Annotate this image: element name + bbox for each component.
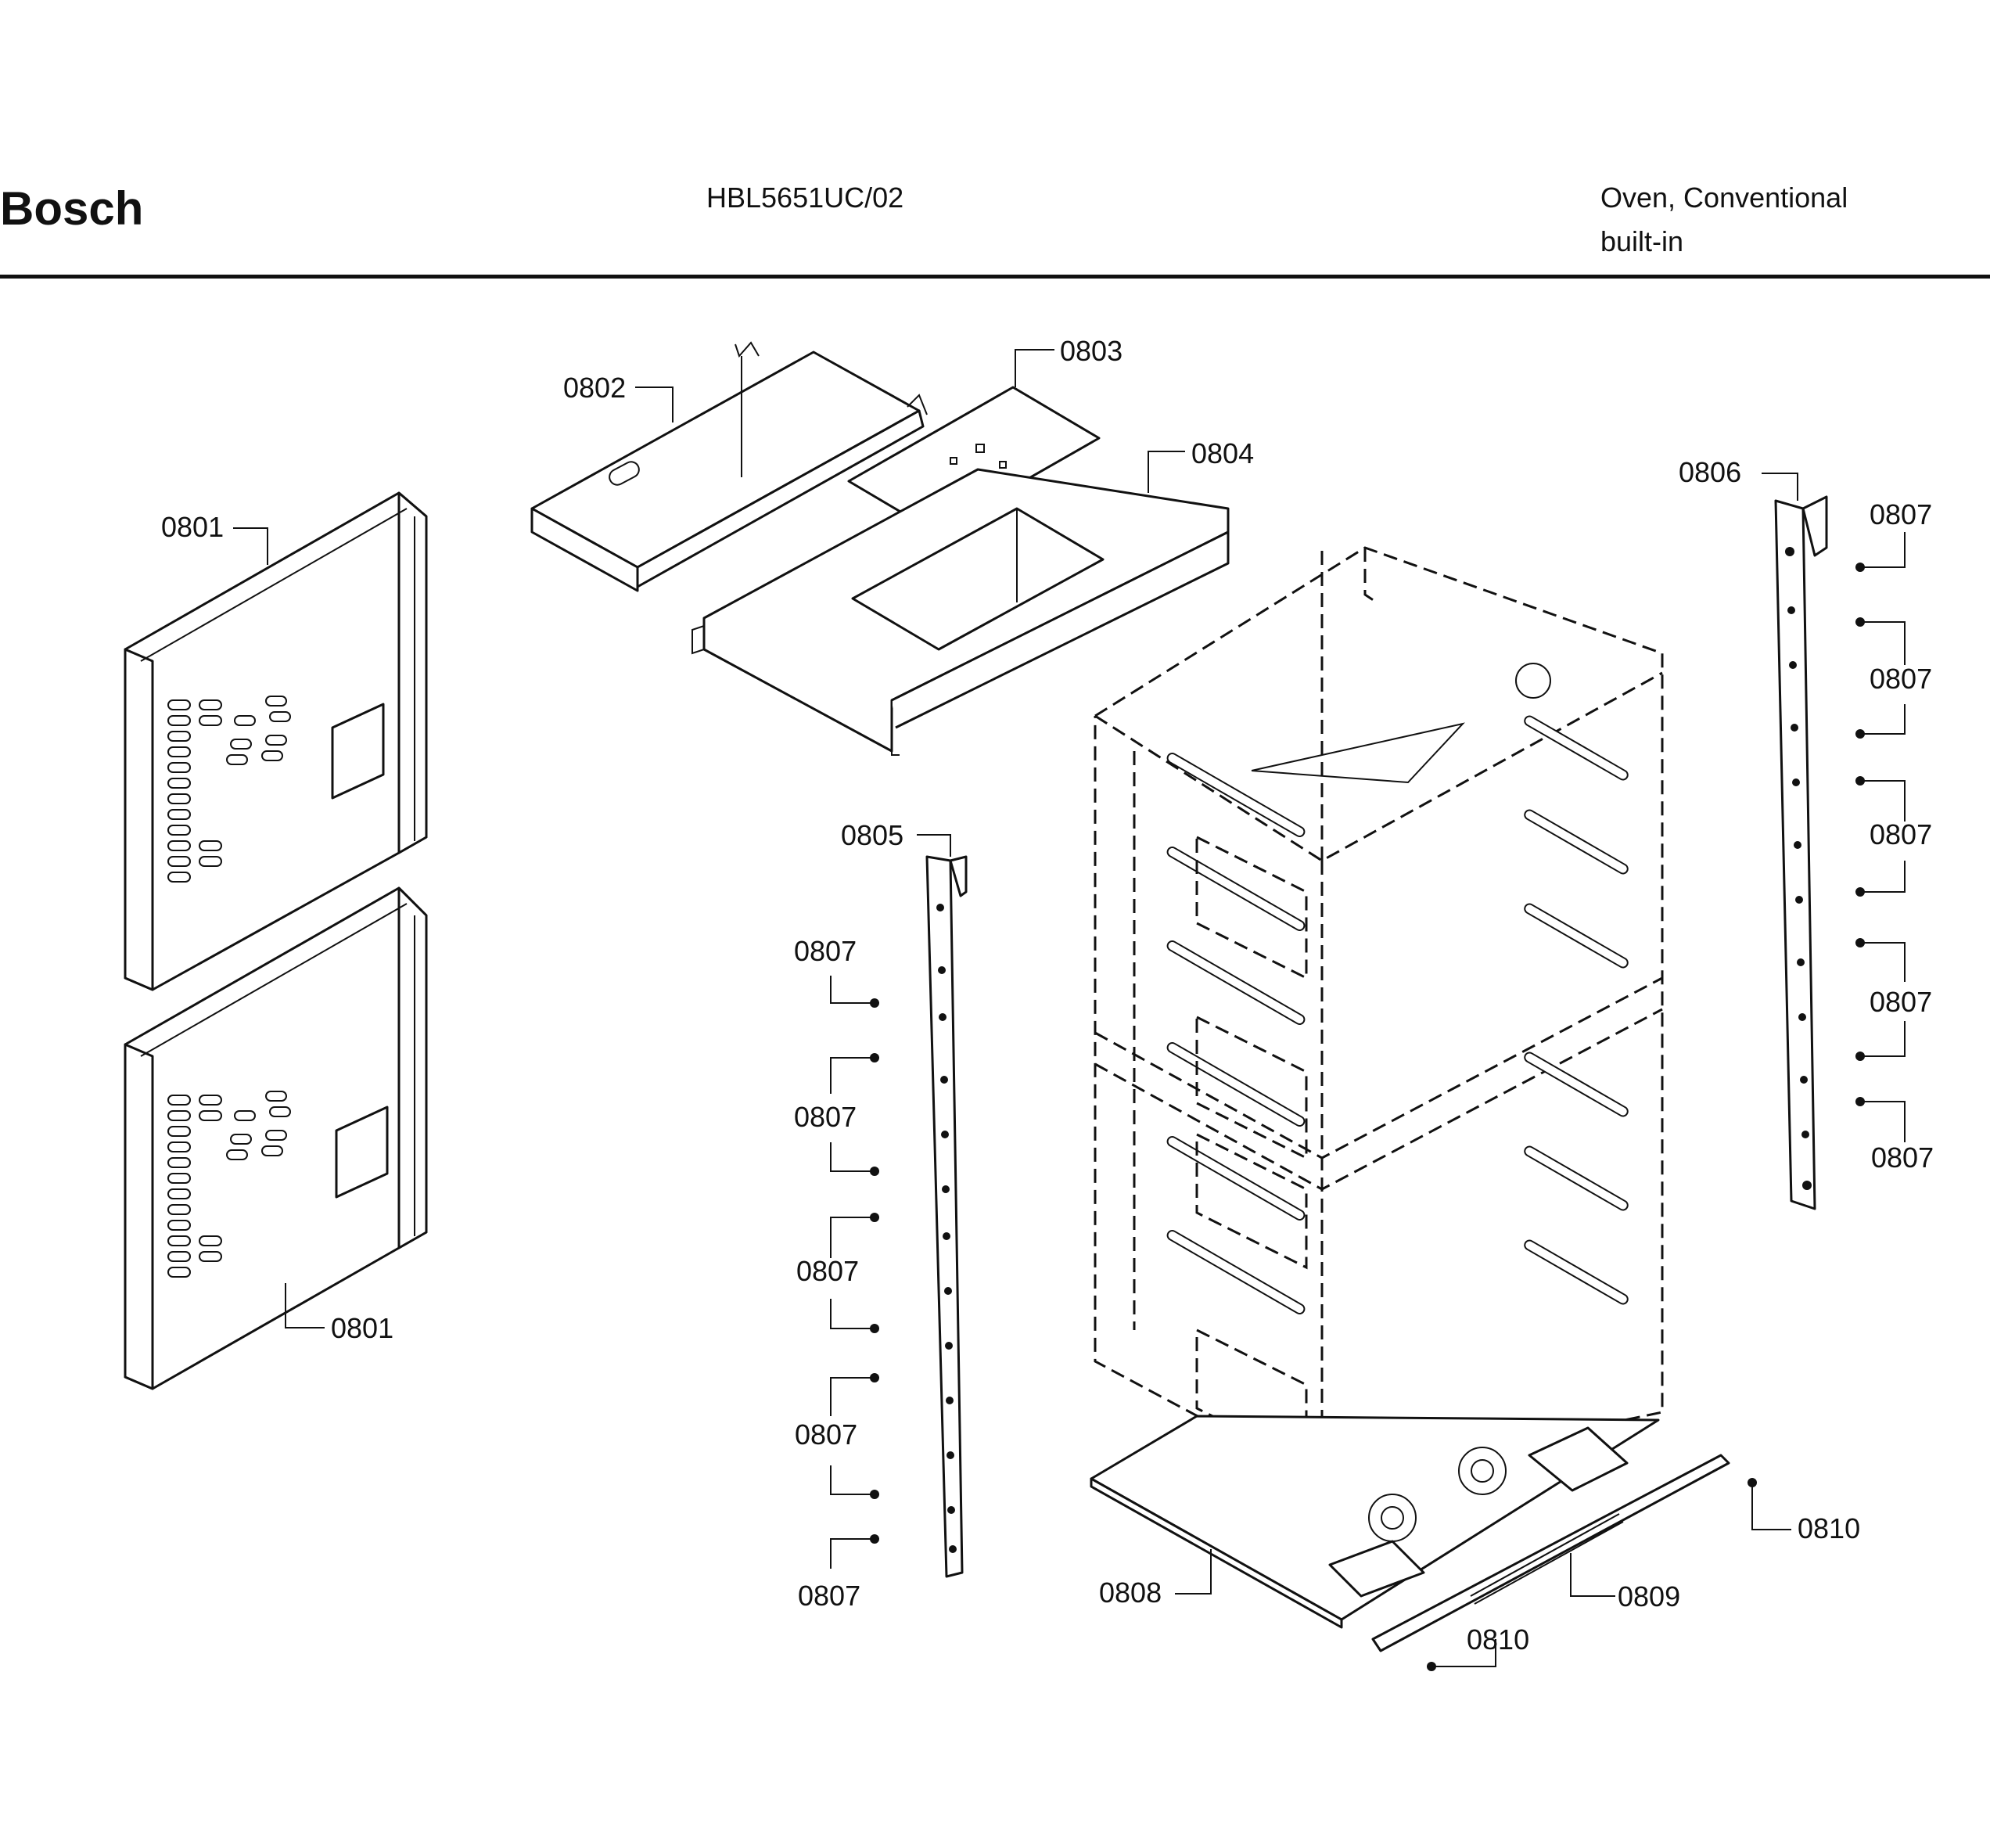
fastener-dots [830, 532, 1906, 1671]
callout-0807-left-3: 0807 [796, 1255, 859, 1287]
callout-0807-right-3: 0807 [1870, 818, 1932, 850]
product-description-line2: built-in [1600, 225, 1684, 257]
callout-0802: 0802 [563, 372, 626, 404]
callout-0807-left-4: 0807 [795, 1418, 857, 1451]
part-0801-lower-side-panel [124, 886, 428, 1390]
callout-0809: 0809 [1618, 1580, 1680, 1613]
part-0809-bottom-trim [1371, 1454, 1730, 1652]
part-0808-bottom-plate [1090, 1415, 1660, 1629]
callout-0807-right-1: 0807 [1870, 498, 1932, 530]
callout-0801-top: 0801 [161, 511, 224, 543]
callout-0801-bottom: 0801 [331, 1312, 393, 1344]
callout-0807-left-1: 0807 [794, 935, 857, 967]
callout-0810-right: 0810 [1798, 1512, 1860, 1544]
brand-name: Bosch [0, 182, 144, 235]
callout-0807-right-2: 0807 [1870, 663, 1932, 695]
part-0801-upper-side-panel [124, 491, 428, 991]
callout-leaders [233, 349, 1798, 1667]
callout-0806: 0806 [1679, 456, 1741, 488]
callout-0807-left-2: 0807 [794, 1101, 857, 1133]
product-description-line1: Oven, Conventional [1600, 182, 1848, 214]
oven-cavity-housing [1094, 546, 1664, 1484]
callout-0807-left-5: 0807 [798, 1580, 860, 1612]
model-number: HBL5651UC/02 [706, 182, 904, 214]
callout-0805: 0805 [841, 819, 903, 851]
header-divider [0, 275, 1990, 279]
callout-0807-right-5: 0807 [1871, 1142, 1934, 1174]
part-0804-frame-bracket [691, 468, 1230, 756]
callout-0807-right-4: 0807 [1870, 986, 1932, 1018]
part-0806-right-rail [1774, 495, 1828, 1210]
part-0802-top-cover [530, 341, 928, 592]
callout-0803: 0803 [1060, 335, 1123, 367]
callout-0810-bottom: 0810 [1467, 1623, 1529, 1656]
part-0805-left-rail [925, 855, 968, 1578]
callout-0808: 0808 [1099, 1577, 1162, 1609]
callout-0804: 0804 [1191, 437, 1254, 469]
